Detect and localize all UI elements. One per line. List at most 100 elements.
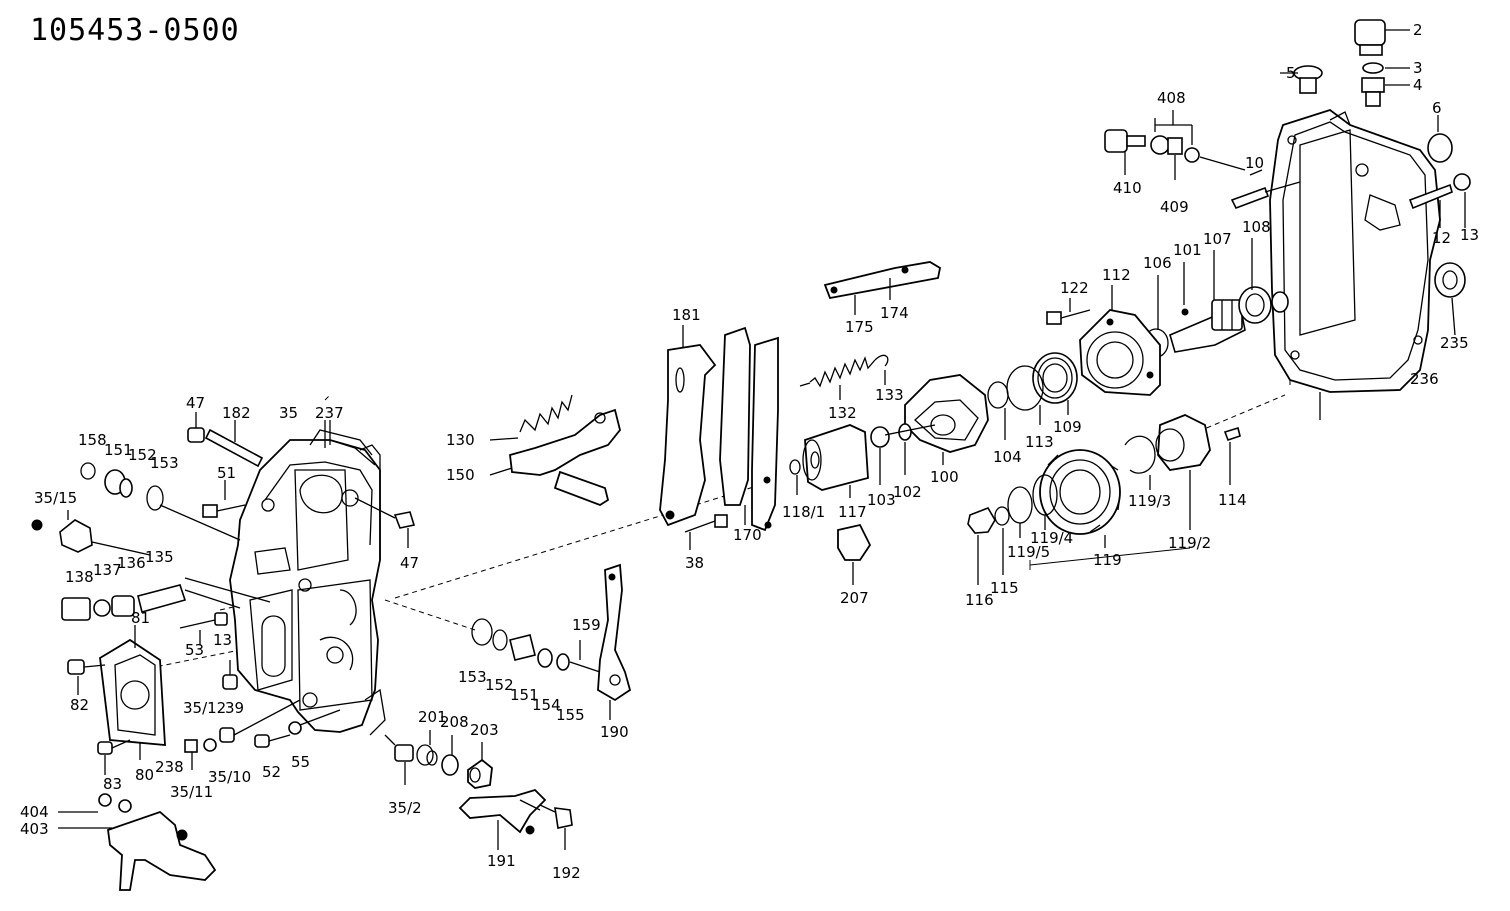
callout-114: 114 xyxy=(1218,491,1247,509)
callout-409: 409 xyxy=(1160,198,1189,216)
cover-237 xyxy=(309,420,373,456)
bolt-82 xyxy=(67,659,106,695)
callout-35-12: 35/12 xyxy=(183,699,226,717)
callout-135: 135 xyxy=(145,548,174,566)
callout-159: 159 xyxy=(572,616,601,634)
callout-119: 119 xyxy=(1093,551,1122,569)
callout-410: 410 xyxy=(1113,179,1142,197)
callout-137: 137 xyxy=(93,561,122,579)
bearing-109 xyxy=(1032,352,1078,415)
callout-238: 238 xyxy=(155,758,184,776)
bolt-83 xyxy=(97,739,131,775)
callout-155: 155 xyxy=(556,706,585,724)
callout-39: 39 xyxy=(225,699,244,717)
callout-109: 109 xyxy=(1053,418,1082,436)
callout-153-mid: 153 xyxy=(458,668,487,686)
callout-12: 12 xyxy=(1432,229,1451,247)
diagram-title: 105453-0500 xyxy=(30,13,240,48)
callout-103: 103 xyxy=(867,491,896,509)
plate-80 xyxy=(99,625,166,760)
callout-182: 182 xyxy=(222,404,251,422)
callout-100: 100 xyxy=(930,468,959,486)
callout-119-4: 119/4 xyxy=(1030,529,1073,547)
washers-201-208 xyxy=(416,730,459,776)
callout-403: 403 xyxy=(20,820,49,838)
callout-152-left: 152 xyxy=(128,446,157,464)
callout-113: 113 xyxy=(1025,433,1054,451)
bolt-4 xyxy=(1361,77,1410,107)
callout-236: 236 xyxy=(1410,370,1439,388)
callout-80: 80 xyxy=(135,766,154,784)
callout-175: 175 xyxy=(845,318,874,336)
callout-115: 115 xyxy=(990,579,1019,597)
gear-119 xyxy=(1039,449,1121,548)
nut-116-115 xyxy=(967,506,1010,585)
callout-235: 235 xyxy=(1440,334,1469,352)
callout-130: 130 xyxy=(446,431,475,449)
callout-154: 154 xyxy=(532,696,561,714)
washer-3 xyxy=(1362,62,1410,74)
seal-235 xyxy=(1434,262,1466,336)
callout-119-2: 119/2 xyxy=(1168,534,1211,552)
callout-82: 82 xyxy=(70,696,89,714)
banjo-fitting-409 xyxy=(1104,110,1246,180)
callout-35: 35 xyxy=(279,404,298,422)
callout-81: 81 xyxy=(131,609,150,627)
callout-55: 55 xyxy=(291,753,310,771)
callout-133: 133 xyxy=(875,386,904,404)
callout-119-5: 119/5 xyxy=(1007,543,1050,561)
callout-112: 112 xyxy=(1102,266,1131,284)
callout-2: 2 xyxy=(1413,21,1423,39)
callout-237: 237 xyxy=(315,404,344,422)
plunger-136-138 xyxy=(61,577,271,621)
callout-102: 102 xyxy=(893,483,922,501)
bearing-108 xyxy=(1238,238,1289,324)
callout-151-mid: 151 xyxy=(510,686,539,704)
washers-119-4-5 xyxy=(1007,474,1058,538)
callout-104: 104 xyxy=(993,448,1022,466)
part-151-152-153 xyxy=(104,469,241,541)
washer-104 xyxy=(987,381,1009,440)
spring-130 xyxy=(489,394,573,441)
callout-108: 108 xyxy=(1242,218,1271,236)
callout-35-2: 35/2 xyxy=(388,799,422,817)
bolt-52-55 xyxy=(254,709,341,748)
lever-190 xyxy=(579,563,632,720)
callout-190: 190 xyxy=(600,723,629,741)
shaft-102-103 xyxy=(870,423,936,485)
callout-35-11: 35/11 xyxy=(170,783,213,801)
plug-5 xyxy=(1280,65,1323,94)
callout-83: 83 xyxy=(103,775,122,793)
screws-35-10-12 xyxy=(184,699,301,770)
callout-51: 51 xyxy=(217,464,236,482)
lever-191 xyxy=(458,788,547,850)
pump-housing-35 xyxy=(229,420,386,736)
lever-403 xyxy=(58,793,217,891)
fitting-35-15 xyxy=(31,510,151,556)
callout-107: 107 xyxy=(1203,230,1232,248)
callout-150: 150 xyxy=(446,466,475,484)
callout-207: 207 xyxy=(840,589,869,607)
flange-112 xyxy=(1079,285,1161,396)
washer-118-1 xyxy=(789,459,801,495)
callout-4: 4 xyxy=(1413,76,1423,94)
bolt-38 xyxy=(684,514,728,550)
callout-118-1: 118/1 xyxy=(782,503,825,521)
pin-114 xyxy=(1223,426,1241,485)
screw-122 xyxy=(1046,298,1091,325)
callout-191: 191 xyxy=(487,852,516,870)
screw-51 xyxy=(202,480,246,518)
callout-138: 138 xyxy=(65,568,94,586)
callout-47-top: 47 xyxy=(186,394,205,412)
fitting-35-2 xyxy=(384,734,414,785)
cap-screw-2 xyxy=(1354,19,1410,56)
callout-119-3: 119/3 xyxy=(1128,492,1171,510)
callout-132: 132 xyxy=(828,404,857,422)
callout-408: 408 xyxy=(1157,89,1186,107)
callout-106: 106 xyxy=(1143,254,1172,272)
gear-bracket-line xyxy=(1029,547,1191,566)
spring-132 xyxy=(799,354,889,400)
callout-152-mid: 152 xyxy=(485,676,514,694)
lever-174 xyxy=(823,261,942,315)
